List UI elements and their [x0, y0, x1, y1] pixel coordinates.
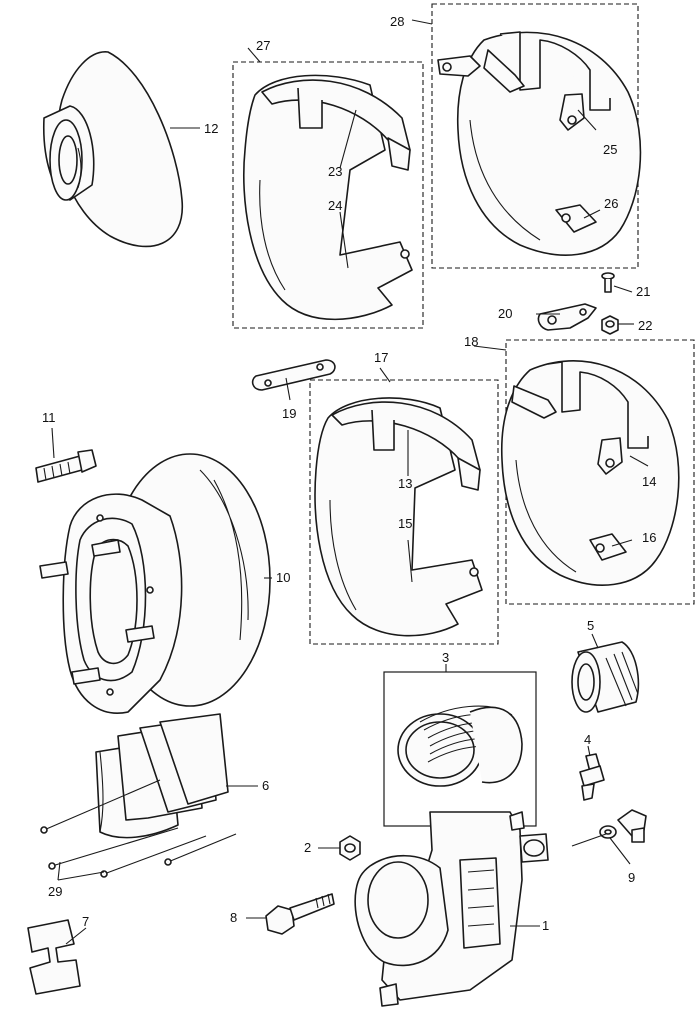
part-3-piston-spring	[397, 705, 523, 787]
callout-29: 29	[48, 884, 62, 899]
callout-28: 28	[390, 14, 404, 29]
callout-24: 24	[328, 198, 342, 213]
callout-6: 6	[262, 778, 269, 793]
part-1-caliper	[354, 811, 549, 1007]
callout-2: 2	[304, 840, 311, 855]
leader-lines	[51, 19, 649, 945]
part-10-brake-disc-hub	[39, 453, 271, 714]
part-23-24-shield-left	[242, 74, 413, 321]
part-11-wheel-stud	[35, 449, 97, 483]
part-25-26-shield-right	[437, 31, 642, 256]
callout-3: 3	[442, 650, 449, 665]
part-14-16-shield-right	[500, 360, 680, 586]
callout-11: 11	[42, 410, 56, 425]
part-12-hub-cover	[43, 51, 183, 248]
callout-23: 23	[328, 164, 342, 179]
part-22-nut	[601, 315, 619, 335]
part-4-bleed-screw	[579, 753, 605, 801]
callout-4: 4	[584, 732, 591, 747]
callout-8: 8	[230, 910, 237, 925]
part-2-nut	[339, 835, 361, 861]
part-19-tab	[251, 359, 336, 391]
callout-15: 15	[398, 516, 412, 531]
part-6-brake-pads	[95, 713, 229, 839]
callout-20: 20	[498, 306, 512, 321]
callout-19: 19	[282, 406, 296, 421]
part-8-bolt	[265, 893, 335, 935]
callout-26: 26	[604, 196, 618, 211]
callout-1: 1	[542, 918, 549, 933]
callout-9: 9	[628, 870, 635, 885]
callout-21: 21	[636, 284, 650, 299]
callout-22: 22	[638, 318, 652, 333]
part-5-bush	[571, 641, 640, 713]
callout-10: 10	[276, 570, 290, 585]
callout-17: 17	[374, 350, 388, 365]
callout-12: 12	[204, 121, 218, 136]
callout-16: 16	[642, 530, 656, 545]
callout-7: 7	[82, 914, 89, 929]
part-9-bolt-washer	[599, 809, 647, 843]
callout-5: 5	[587, 618, 594, 633]
callout-18: 18	[464, 334, 478, 349]
group-27-box	[232, 61, 424, 329]
group-17-box	[309, 379, 499, 645]
callout-labels: 12 27 23 24 28 25 26 21 20 22 18 17 19 1…	[42, 14, 656, 933]
part-21-screw	[601, 272, 615, 293]
callout-13: 13	[398, 476, 412, 491]
part-13-15-shield-left	[314, 397, 483, 637]
callout-14: 14	[642, 474, 656, 489]
callout-27: 27	[256, 38, 270, 53]
callout-25: 25	[603, 142, 617, 157]
part-20-plate	[537, 303, 597, 331]
part-7-anti-squeal-shim	[27, 919, 81, 995]
